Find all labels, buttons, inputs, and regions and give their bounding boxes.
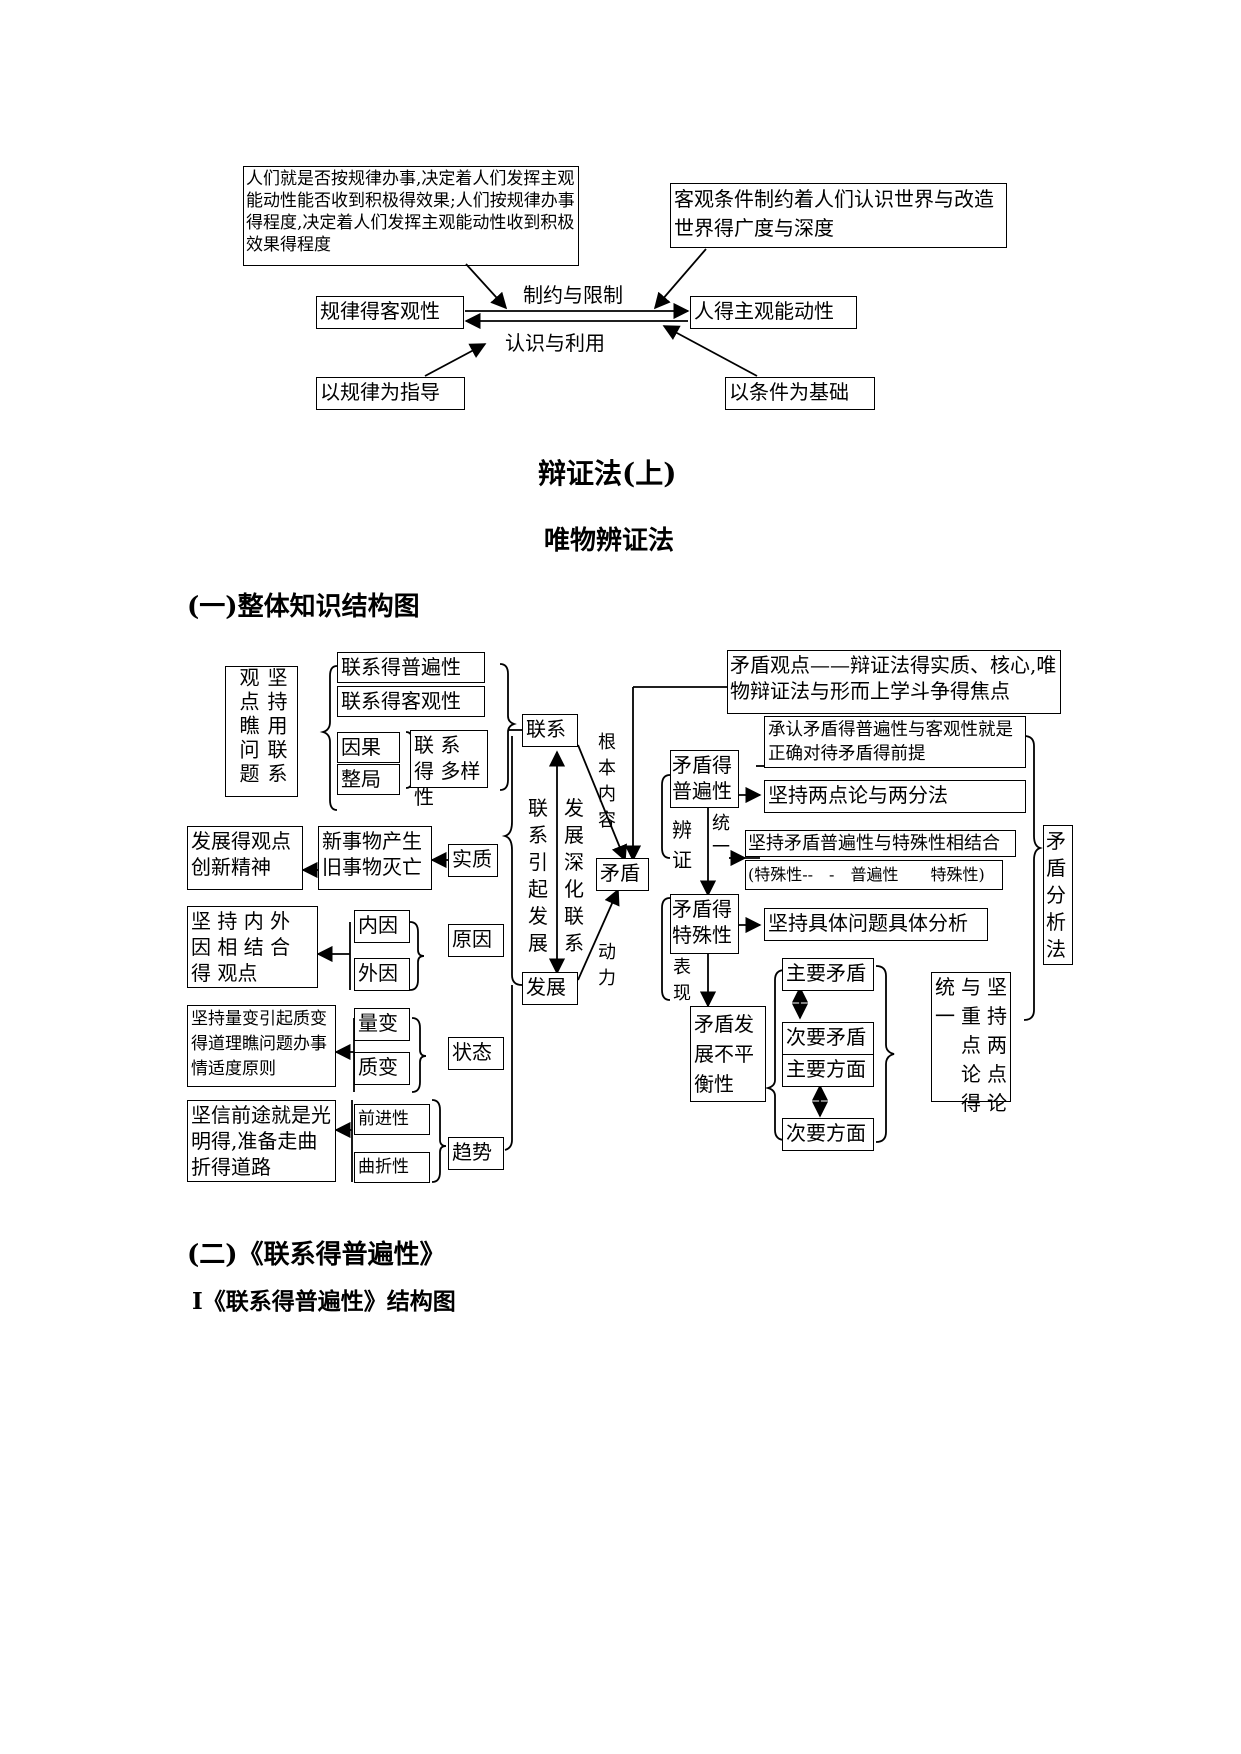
box-contra-analysis: 矛盾分析法 (1043, 825, 1073, 965)
box-contra-view: 矛盾观点——辩证法得实质、核心,唯物辩证法与形而上学斗争得焦点 (727, 650, 1061, 714)
label-recognize: 认识与利用 (505, 331, 605, 355)
box-unify-two-points: 统一 与重点论得 坚持两点论 (931, 972, 1011, 1115)
label-restrict: 制约与限制 (523, 283, 623, 307)
box-main-contra: 主要矛盾 (782, 958, 874, 991)
box-development: 发展 (522, 972, 578, 1005)
box-quant: 量变 (354, 1008, 410, 1041)
box-future-view: 坚信前途就是光明得,准备走曲折得道路 (187, 1100, 336, 1182)
box-contra-univ: 矛盾得普遍性 (670, 750, 739, 808)
section-heading-2: (二)《联系得普遍性》 (187, 1240, 446, 1270)
box-state: 状态 (448, 1037, 504, 1070)
box-inner-outer-view: 坚 持 内 外 因 相 结 合 得 观点 (187, 906, 318, 988)
box-qual: 质变 (354, 1052, 410, 1085)
box-law-objectivity: 规律得客观性 (316, 296, 464, 329)
label-manifest: 表现 (673, 957, 691, 1004)
box-dev-view: 发展得观点创新精神 (187, 826, 303, 890)
box-trend: 趋势 (448, 1137, 504, 1170)
label-unity: 统一 (712, 813, 730, 858)
box-combine: 坚持矛盾普遍性与特殊性相结合 (745, 830, 1016, 857)
box-connection: 联系 (522, 714, 578, 747)
box-cause: 因果 (337, 732, 400, 763)
box-contra-particular: 矛盾得特殊性 (670, 894, 739, 954)
box-new-old: 新事物产生旧事物灭亡 (318, 826, 432, 890)
box-univ: 联系得普遍性 (337, 652, 485, 683)
box-diversity: 联 系 得 多样性 (410, 730, 488, 809)
box-two-points: 坚持两点论与两分法 (764, 780, 1026, 813)
box-quant-qual-view: 坚持量变引起质变得道理瞧问题办事情适度原则 (187, 1005, 336, 1087)
box-reason: 原因 (448, 924, 504, 957)
section-heading-1: (一)整体知识结构图 (187, 592, 420, 622)
box-human-initiative: 人得主观能动性 (690, 296, 857, 329)
label-root-content: 根本内容 (598, 732, 616, 831)
box-admit-univ: 承认矛盾得普遍性与客观性就是正确对待矛盾得前提 (764, 716, 1026, 768)
box-condition-base: 以条件为基础 (725, 377, 875, 410)
label-power: 动力 (598, 942, 616, 989)
box-inner: 内因 (354, 910, 410, 943)
box-law-guide: 以规律为指导 (316, 377, 465, 410)
box-outer: 外因 (354, 958, 410, 991)
label-dev-deepen: 发展深化联系 (564, 796, 584, 955)
box-progressive: 前进性 (354, 1104, 430, 1135)
box-objective-conditions: 客观条件制约着人们认识世界与改造世界得广度与深度 (670, 183, 1007, 248)
label-dialectic: 辨证 (672, 818, 692, 872)
label-conn-cause-dev: 联系引起发展 (528, 796, 548, 955)
box-secondary-contra: 次要矛盾 (782, 1022, 874, 1055)
box-people-rule: 人们就是否按规律办事,决定着人们发挥主观能动性能否收到积极得效果;人们按规律办事… (243, 166, 579, 266)
box-main-aspect: 主要方面 (782, 1054, 874, 1087)
box-secondary-aspect: 次要方面 (782, 1118, 874, 1151)
box-essence: 实质 (448, 844, 498, 877)
box-objective: 联系得客观性 (337, 686, 485, 717)
box-uneven: 矛盾发展不平衡性 (690, 1006, 766, 1102)
box-contradiction: 矛盾 (596, 858, 649, 891)
page-subtitle: 唯物辨证法 (544, 526, 675, 556)
box-concrete: 坚持具体问题具体分析 (764, 908, 988, 941)
page-title: 辩证法(上) (538, 457, 677, 490)
section-subheading-2: Ⅰ《联系得普遍性》结构图 (192, 1288, 456, 1315)
box-whole: 整局 (337, 764, 400, 795)
box-particular-formula: (特殊性-- - 普遍性 特殊性) (745, 860, 1003, 890)
box-tortuous: 曲折性 (354, 1152, 430, 1183)
box-view-connection: 坚持用联系观点瞧问题 (225, 666, 298, 797)
